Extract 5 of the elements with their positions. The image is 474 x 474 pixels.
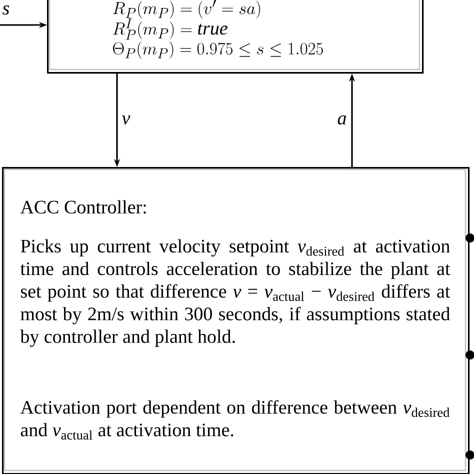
controller-box: ACC Controller: Picks up current velocity setpoint v$_{desired}$ at activation time and controls acceleration to stabilize the plant at set point so that difference v = v$_{actual}$ − v$_{desired}$ differs at most by 2m/s within 300 seconds, if assumptions stated by controller and plant hold. Activation port dependent on difference between v$_{desired}$ and v$_{actual}$ at activation time. <box>2 167 470 474</box>
edge-label: v <box>120 114 132 126</box>
edge-label: a <box>336 114 348 126</box>
plant-box: $R_P(m_P) = (v' = sa)$ $R^I_P(m_P) = \mathit{true}$ $\Theta_P(m_P) = 0.975 \leq s \leq 1.025$ <box>47 0 424 74</box>
edge-label: s <box>1 4 11 16</box>
